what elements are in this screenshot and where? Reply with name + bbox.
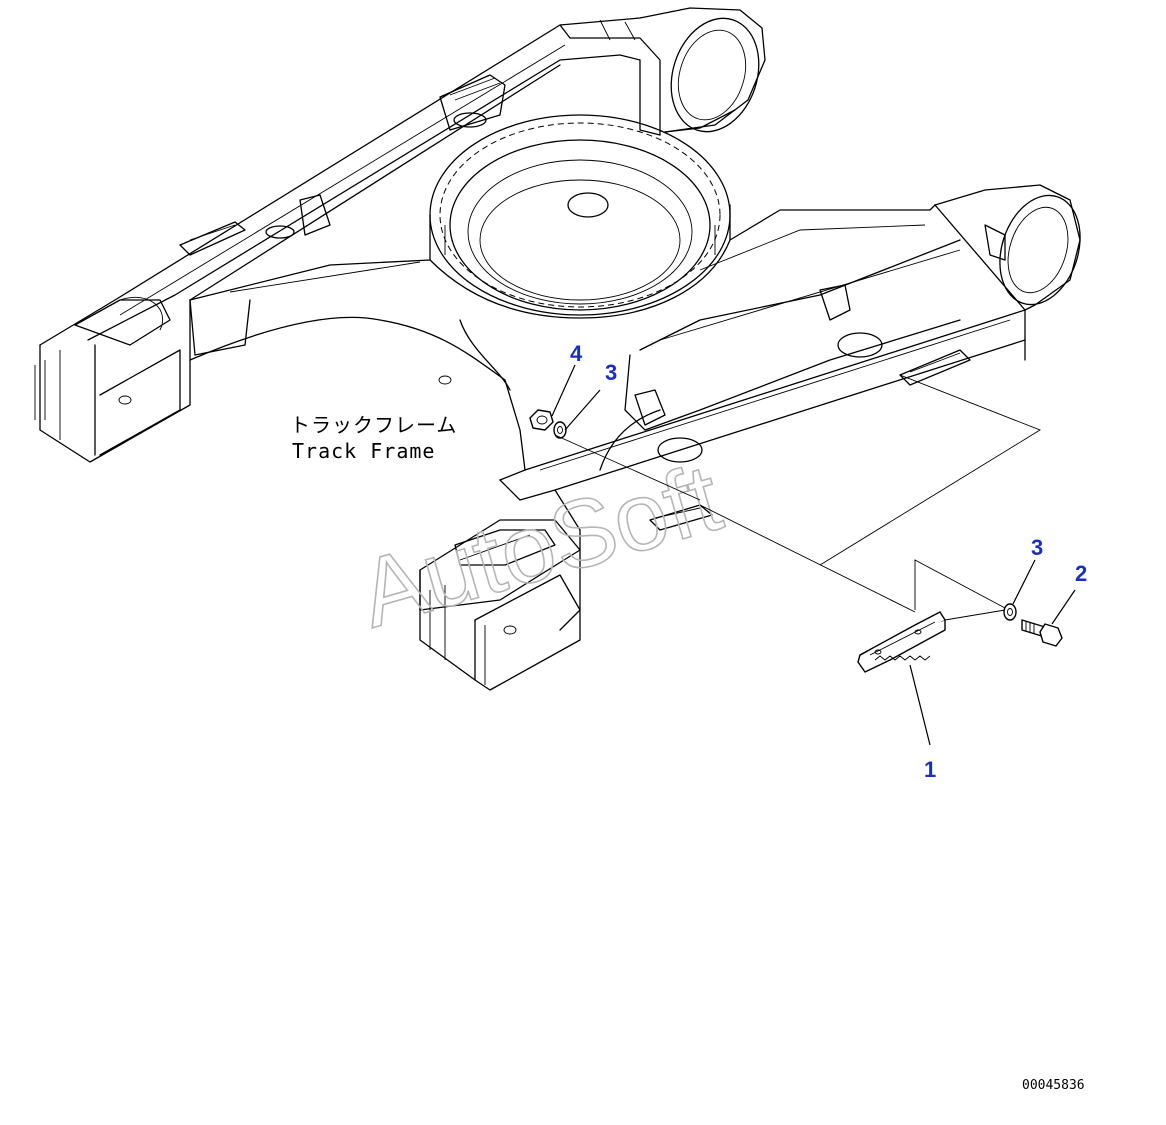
document-number: 00045836 — [1022, 1078, 1085, 1093]
watermark: AutoSoft — [348, 444, 731, 648]
washer-part-right — [1003, 603, 1017, 621]
callout-4-left: 4 — [570, 341, 583, 366]
frame-label-jp: トラックフレーム — [290, 413, 457, 437]
assembly-lines — [551, 364, 1076, 746]
callout-3-left: 3 — [605, 360, 617, 385]
bolt-part — [1021, 619, 1063, 647]
washer-part-left — [553, 421, 567, 439]
callout-2: 2 — [1075, 561, 1087, 586]
callout-3-right: 3 — [1031, 535, 1043, 560]
frame-label-en: Track Frame — [292, 439, 435, 463]
step-part — [857, 611, 946, 673]
track-frame-drawing — [34, 7, 1081, 691]
nut-part — [529, 409, 554, 431]
callout-1: 1 — [924, 757, 936, 782]
